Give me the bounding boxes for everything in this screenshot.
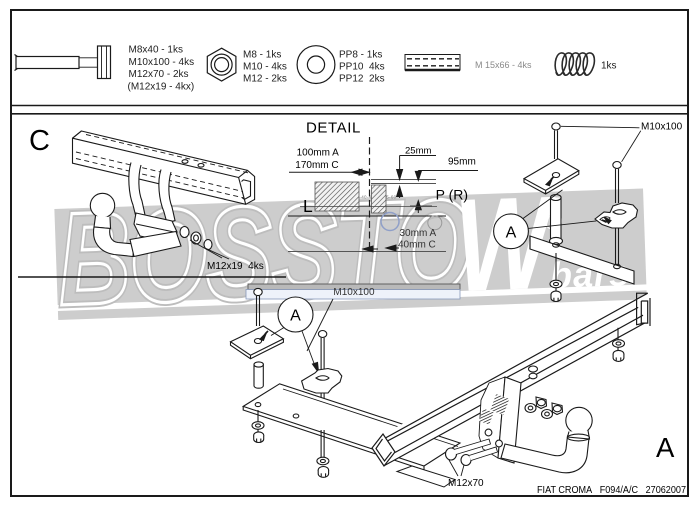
svg-text:PP10 4ks: PP10 4ks bbox=[339, 62, 385, 73]
svg-text:P (R): P (R) bbox=[436, 187, 468, 203]
svg-text:M12x19 4ks: M12x19 4ks bbox=[207, 261, 264, 272]
svg-text:M10x100 - 4ks: M10x100 - 4ks bbox=[129, 57, 195, 68]
svg-text:M8 - 1ks: M8 - 1ks bbox=[243, 50, 281, 61]
svg-text:A: A bbox=[506, 224, 517, 241]
svg-text:A: A bbox=[656, 432, 675, 463]
svg-text:PP8 - 1ks: PP8 - 1ks bbox=[339, 50, 382, 61]
svg-text:25-30-35-40-45-50-55-60: 25-30-35-40-45-50-55-60 bbox=[339, 195, 397, 200]
svg-text:40mm C: 40mm C bbox=[398, 240, 436, 251]
svg-text:DETAIL: DETAIL bbox=[306, 120, 361, 137]
svg-text:M12x70 - 2ks: M12x70 - 2ks bbox=[129, 69, 189, 80]
svg-text:M 15x66 - 4ks: M 15x66 - 4ks bbox=[475, 60, 532, 70]
svg-text:170mm C: 170mm C bbox=[295, 160, 338, 171]
svg-text:95mm: 95mm bbox=[448, 157, 476, 168]
svg-text:(M12x19 - 4kx): (M12x19 - 4kx) bbox=[128, 82, 195, 93]
svg-text:L: L bbox=[303, 196, 313, 216]
svg-text:100mm A: 100mm A bbox=[297, 147, 340, 158]
svg-text:M10 - 4ks: M10 - 4ks bbox=[243, 62, 287, 73]
svg-text:PP12 2ks: PP12 2ks bbox=[339, 74, 385, 85]
svg-text:M12x70: M12x70 bbox=[448, 478, 484, 489]
svg-text:A: A bbox=[290, 308, 301, 325]
svg-text:25mm: 25mm bbox=[405, 146, 431, 157]
svg-text:FIAT CROMA F094/A/C 270620: FIAT CROMA F094/A/C 27062007 bbox=[537, 484, 686, 496]
svg-text:M10x100: M10x100 bbox=[333, 287, 375, 298]
svg-text:30mm A: 30mm A bbox=[400, 228, 437, 239]
svg-text:M8x40 - 1ks: M8x40 - 1ks bbox=[129, 45, 183, 56]
svg-text:M10x100: M10x100 bbox=[641, 122, 683, 133]
svg-text:M12 - 2ks: M12 - 2ks bbox=[243, 74, 287, 85]
svg-text:1ks: 1ks bbox=[601, 61, 617, 72]
svg-text:C: C bbox=[29, 125, 50, 157]
